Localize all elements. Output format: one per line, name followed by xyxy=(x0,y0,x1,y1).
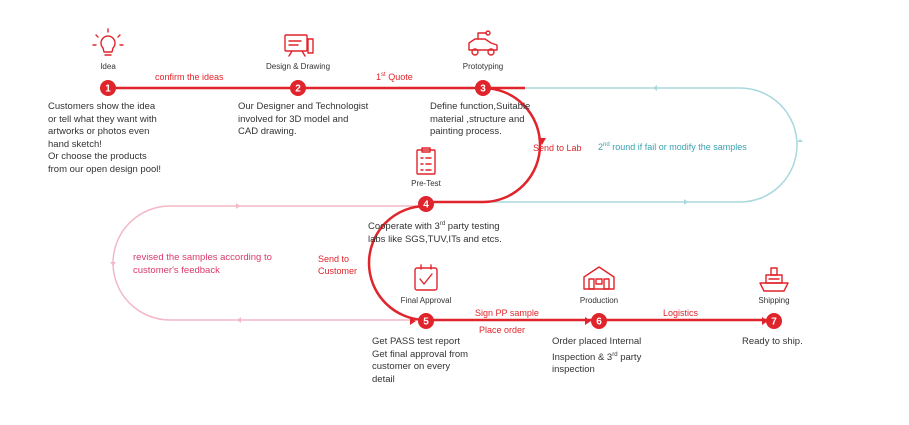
stage-node-2: 2 xyxy=(290,80,306,96)
pink-arrow xyxy=(237,317,241,323)
svg-text:6: 6 xyxy=(596,317,602,328)
svg-text:7: 7 xyxy=(771,317,777,328)
prototyping-description: Define function,Suitable material ,struc… xyxy=(430,101,531,137)
stage-title-production: Production xyxy=(579,296,619,305)
teal-arrow xyxy=(797,139,803,142)
prototype-car-icon xyxy=(468,30,498,56)
svg-text:4: 4 xyxy=(423,200,429,211)
svg-text:2: 2 xyxy=(295,84,301,95)
stage-title-prototyping: Prototyping xyxy=(462,62,504,71)
svg-text:1: 1 xyxy=(105,84,111,95)
stage-node-4: 4 xyxy=(418,196,434,212)
stage-title-pretest: Pre-Test xyxy=(411,179,441,188)
stage-node-3: 3 xyxy=(475,80,491,96)
logistics-label: Logistics xyxy=(663,308,699,318)
send-to-lab-label: Send to Lab xyxy=(533,143,582,153)
stage-node-7: 7 xyxy=(766,313,782,329)
svg-text:5: 5 xyxy=(423,317,429,328)
checklist-icon xyxy=(416,147,436,175)
design-description: Our Designer and Technologist involved f… xyxy=(238,101,369,137)
sign-pp-sample-label: Sign PP sample xyxy=(475,308,539,318)
approval-check-icon xyxy=(414,264,438,291)
stage-title-idea: Idea xyxy=(100,62,116,71)
stage-node-1: 1 xyxy=(100,80,116,96)
red-arrow xyxy=(410,318,416,325)
red-arrow xyxy=(762,317,768,325)
svg-text:3: 3 xyxy=(480,84,486,95)
teal-arrow xyxy=(684,199,688,205)
stage-title-design: Design & Drawing xyxy=(265,62,331,71)
stage-node-5: 5 xyxy=(418,313,434,329)
main-process-curve-upper xyxy=(426,86,542,204)
factory-icon xyxy=(583,266,615,290)
second-round-label: 2nd round if fail or modify the samples xyxy=(598,142,747,152)
pink-arrow xyxy=(236,203,240,209)
quote-label: 1st Quote xyxy=(376,72,413,82)
send-to-customer-label: Send to Customer xyxy=(318,254,358,276)
stage-title-final-approval: Final Approval xyxy=(400,296,452,305)
lightbulb-icon xyxy=(92,28,124,56)
main-process-curve-lower xyxy=(367,204,774,322)
stage-title-shipping: Shipping xyxy=(758,296,790,305)
production-description: Order placed Internal Inspection & 3rd p… xyxy=(552,336,642,376)
pink-arrow xyxy=(110,262,116,266)
stage-node-6: 6 xyxy=(591,313,607,329)
confirm-label: confirm the ideas xyxy=(155,72,224,82)
idea-description: Customers show the idea or tell what the… xyxy=(48,101,162,175)
red-arrow xyxy=(585,317,591,325)
second-round-loop xyxy=(426,87,798,203)
revised-samples-label: revised the samples according to custome… xyxy=(133,252,272,276)
drawing-board-icon xyxy=(284,34,314,57)
teal-arrow xyxy=(653,85,657,91)
ship-icon xyxy=(759,267,789,292)
pretest-description: Cooperate with 3rd party testing labs li… xyxy=(368,221,502,245)
red-arrow xyxy=(538,138,546,145)
place-order-label: Place order xyxy=(479,325,526,335)
final-approval-description: Get PASS test report Get final approval … xyxy=(372,336,469,385)
shipping-description: Ready to ship. xyxy=(742,336,803,347)
